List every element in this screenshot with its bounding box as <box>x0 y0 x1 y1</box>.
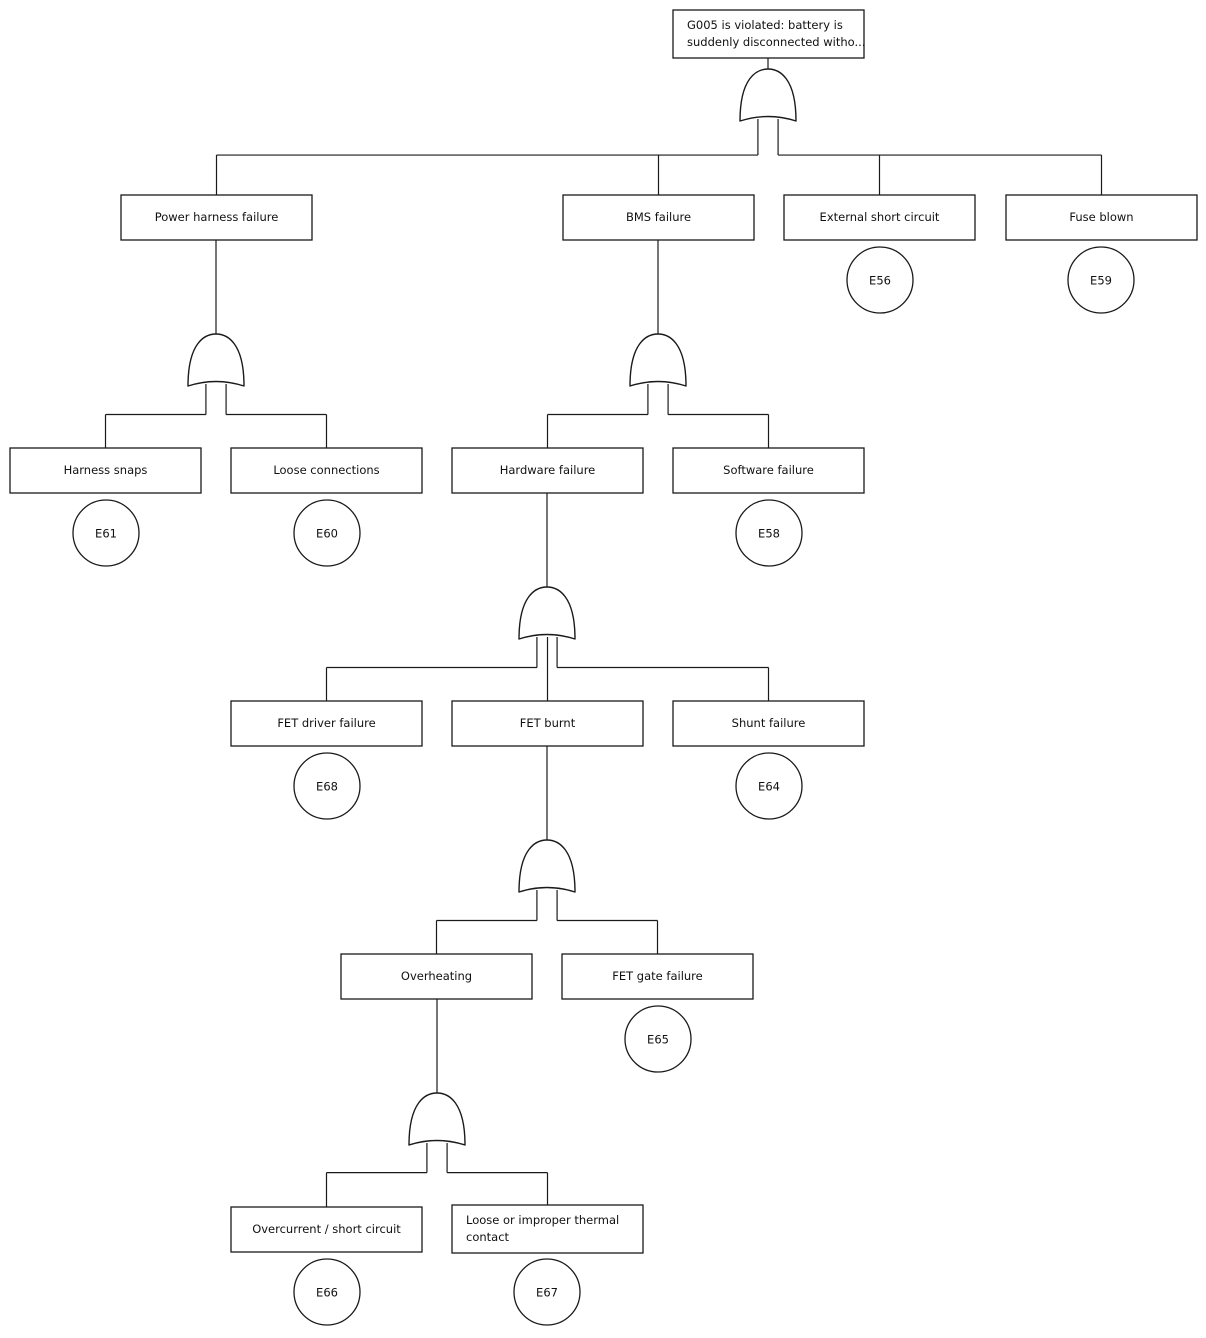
node-box-fet-driver-failure[interactable] <box>230 700 423 747</box>
node-box-fuse-blown[interactable] <box>1005 194 1198 241</box>
event-label-E60: E60 <box>316 527 338 541</box>
event-circle-E60[interactable] <box>293 499 361 567</box>
event-label-E61: E61 <box>95 527 117 541</box>
node-label-loose-improper-thermal-contact: Loose or improper thermal <box>466 1213 619 1227</box>
or-gate-gate-overheat[interactable] <box>408 1092 466 1146</box>
node-label-hardware-failure: Hardware failure <box>500 463 596 477</box>
event-label-E56: E56 <box>869 274 891 288</box>
node-shunt-failure[interactable]: Shunt failure <box>672 700 865 747</box>
event-circle-E59[interactable] <box>1067 246 1135 314</box>
node-box-hardware-failure[interactable] <box>451 447 644 494</box>
node-software-failure[interactable]: Software failure <box>672 447 865 494</box>
event-label-E65: E65 <box>647 1033 669 1047</box>
or-gate-symbol[interactable] <box>518 586 576 640</box>
basic-event-E60[interactable]: E60 <box>293 499 361 567</box>
node-box-power-harness-failure[interactable] <box>120 194 313 241</box>
node-label-fet-driver-failure: FET driver failure <box>277 716 375 730</box>
node-label-fuse-blown: Fuse blown <box>1069 210 1133 224</box>
node-overheating[interactable]: Overheating <box>340 953 533 1000</box>
or-gate-gate-bms[interactable] <box>629 333 687 387</box>
or-gate-symbol[interactable] <box>518 839 576 893</box>
node-hardware-failure[interactable]: Hardware failure <box>451 447 644 494</box>
node-box-fet-burnt[interactable] <box>451 700 644 747</box>
node-fet-burnt[interactable]: FET burnt <box>451 700 644 747</box>
node-label-software-failure: Software failure <box>723 463 814 477</box>
node-power-harness-failure[interactable]: Power harness failure <box>120 194 313 241</box>
gate-layer <box>187 68 797 1146</box>
event-circle-E66[interactable] <box>293 1258 361 1326</box>
event-label-E59: E59 <box>1090 274 1112 288</box>
node-label-power-harness-failure: Power harness failure <box>155 210 279 224</box>
connector-layer <box>104 58 1103 1207</box>
node-box-fet-gate-failure[interactable] <box>561 953 754 1000</box>
node-label-G005: G005 is violated: battery is <box>687 18 843 32</box>
basic-event-E58[interactable]: E58 <box>735 499 803 567</box>
node-label-overheating: Overheating <box>401 969 472 983</box>
node-box-overcurrent-short-circuit[interactable] <box>230 1206 423 1253</box>
node-box-external-short-circuit[interactable] <box>783 194 976 241</box>
node-label-harness-snaps: Harness snaps <box>64 463 148 477</box>
node-label-bms-failure: BMS failure <box>626 210 691 224</box>
node-box-software-failure[interactable] <box>672 447 865 494</box>
node-fet-driver-failure[interactable]: FET driver failure <box>230 700 423 747</box>
event-circle-E67[interactable] <box>513 1258 581 1326</box>
node-box-harness-snaps[interactable] <box>9 447 202 494</box>
event-circle-E58[interactable] <box>735 499 803 567</box>
node-label-fet-burnt: FET burnt <box>520 716 576 730</box>
event-label-E58: E58 <box>758 527 780 541</box>
basic-event-E61[interactable]: E61 <box>72 499 140 567</box>
node-bms-failure[interactable]: BMS failure <box>562 194 755 241</box>
event-circle-E61[interactable] <box>72 499 140 567</box>
event-label-E67: E67 <box>536 1286 558 1300</box>
node-label-external-short-circuit: External short circuit <box>820 210 940 224</box>
node-label-G005: suddenly disconnected witho... <box>687 35 865 49</box>
or-gate-gate-fet[interactable] <box>518 839 576 893</box>
event-circle-E65[interactable] <box>624 1005 692 1073</box>
node-box-loose-improper-thermal-contact[interactable] <box>451 1204 644 1254</box>
event-label-E66: E66 <box>316 1286 338 1300</box>
event-circle-E64[interactable] <box>735 752 803 820</box>
node-loose-connections[interactable]: Loose connections <box>230 447 423 494</box>
basic-event-E65[interactable]: E65 <box>624 1005 692 1073</box>
event-circle-E56[interactable] <box>846 246 914 314</box>
node-G005[interactable]: G005 is violated: battery is suddenly dis… <box>672 9 865 59</box>
basic-event-E56[interactable]: E56 <box>846 246 914 314</box>
basic-event-E66[interactable]: E66 <box>293 1258 361 1326</box>
or-gate-gate-top[interactable] <box>739 68 797 122</box>
node-loose-improper-thermal-contact[interactable]: Loose or improper thermal contact <box>451 1204 644 1254</box>
node-box-shunt-failure[interactable] <box>672 700 865 747</box>
basic-event-E67[interactable]: E67 <box>513 1258 581 1326</box>
or-gate-symbol[interactable] <box>187 333 245 387</box>
or-gate-gate-harness[interactable] <box>187 333 245 387</box>
node-overcurrent-short-circuit[interactable]: Overcurrent / short circuit <box>230 1206 423 1253</box>
node-fuse-blown[interactable]: Fuse blown <box>1005 194 1198 241</box>
node-box-bms-failure[interactable] <box>562 194 755 241</box>
event-label-E64: E64 <box>758 780 780 794</box>
node-box-overheating[interactable] <box>340 953 533 1000</box>
event-label-E68: E68 <box>316 780 338 794</box>
node-label-shunt-failure: Shunt failure <box>732 716 806 730</box>
node-label-overcurrent-short-circuit: Overcurrent / short circuit <box>252 1222 401 1236</box>
node-fet-gate-failure[interactable]: FET gate failure <box>561 953 754 1000</box>
node-label-loose-improper-thermal-contact: contact <box>466 1230 510 1244</box>
node-harness-snaps[interactable]: Harness snaps <box>9 447 202 494</box>
basic-event-E64[interactable]: E64 <box>735 752 803 820</box>
or-gate-symbol[interactable] <box>629 333 687 387</box>
node-box-G005[interactable] <box>672 9 865 59</box>
node-external-short-circuit[interactable]: External short circuit <box>783 194 976 241</box>
basic-event-E59[interactable]: E59 <box>1067 246 1135 314</box>
node-label-loose-connections: Loose connections <box>273 463 379 477</box>
node-box-loose-connections[interactable] <box>230 447 423 494</box>
or-gate-gate-hardware[interactable] <box>518 586 576 640</box>
or-gate-symbol[interactable] <box>408 1092 466 1146</box>
or-gate-symbol[interactable] <box>739 68 797 122</box>
node-label-fet-gate-failure: FET gate failure <box>612 969 702 983</box>
event-circle-E68[interactable] <box>293 752 361 820</box>
basic-event-E68[interactable]: E68 <box>293 752 361 820</box>
node-layer: G005 is violated: battery is suddenly dis… <box>9 9 1198 1254</box>
